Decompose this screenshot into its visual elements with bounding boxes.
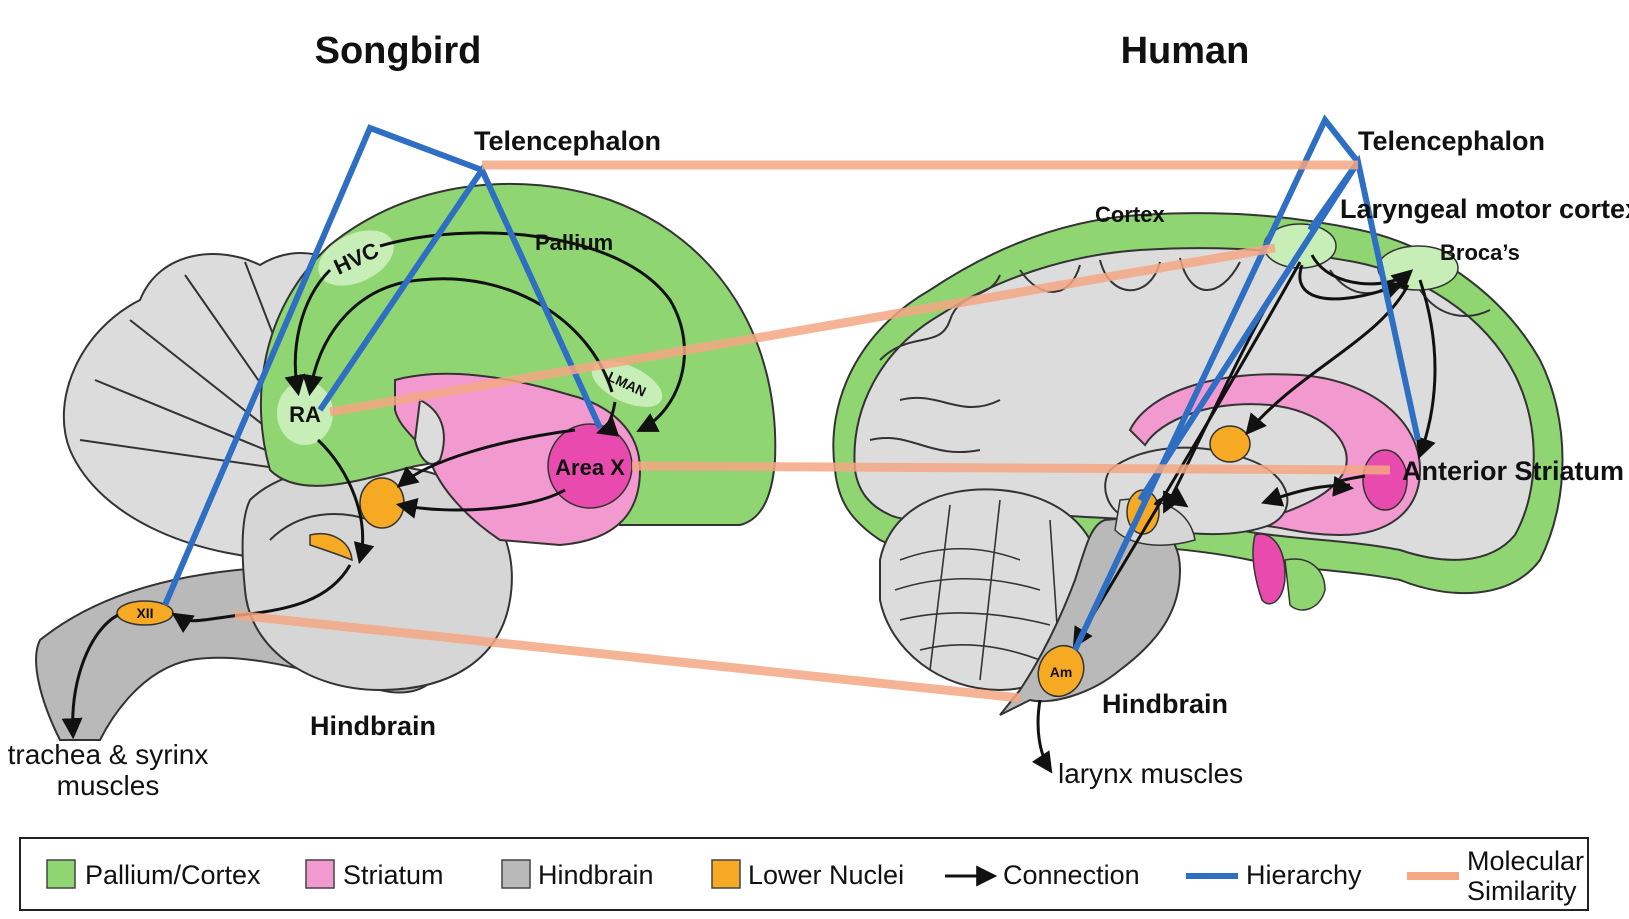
human-muscles-label: larynx muscles [1058, 758, 1243, 789]
similarity-areax-striatum [631, 461, 1391, 475]
human-temporal-lobe [1284, 558, 1326, 611]
human-anterior-striatum-nucleus [1362, 449, 1408, 511]
human-title: Human [1121, 30, 1250, 72]
songbird-pallium-region [259, 182, 777, 526]
anterior-striatum-label: Anterior Striatum [1402, 456, 1624, 486]
legend-connection-label: Connection [1003, 860, 1140, 890]
legend-similarity-label-2: Similarity [1467, 876, 1577, 906]
songbird-title: Songbird [315, 30, 482, 72]
legend-lower-swatch [711, 859, 741, 889]
human-gyri [869, 257, 1491, 454]
ra-label: RA [289, 402, 321, 427]
legend-hindbrain-swatch [501, 859, 531, 889]
am-nucleus [1037, 644, 1085, 698]
songbird-connections [61, 231, 686, 740]
xii-label: XII [136, 605, 153, 621]
songbird-midbrain-nucleus [309, 533, 353, 562]
songbird-hierarchy [162, 124, 603, 607]
area-x-label: Area X [555, 455, 625, 480]
legend-striatum-label: Striatum [343, 860, 444, 890]
songbird-muscles-label-2: muscles [57, 770, 160, 801]
songbird-striatum-notch [413, 398, 445, 465]
human-hindbrain-label: Hindbrain [1102, 689, 1228, 719]
songbird-hindbrain-label: Hindbrain [310, 711, 436, 741]
songbird-pallium-label: Pallium [535, 230, 613, 255]
songbird-thalamus-nucleus [359, 477, 405, 529]
legend-frame [19, 837, 1589, 911]
human-cerebellum-folds [894, 499, 1061, 681]
songbird-brain: HVC RA LMAN Area X XII [35, 182, 777, 741]
hvc-nucleus [318, 230, 394, 286]
am-label: Am [1050, 664, 1073, 680]
legend: Pallium/Cortex Striatum Hindbrain Lower … [19, 837, 1589, 911]
legend-hierarchy-label: Hierarchy [1246, 860, 1362, 890]
legend-similarity-label-1: Molecular [1467, 846, 1584, 876]
human-cortex-label: Cortex [1095, 202, 1165, 227]
human-telencephalon-label: Telencephalon [1358, 126, 1545, 156]
human-amygdala-region [1252, 533, 1286, 605]
songbird-telencephalon-label: Telencephalon [474, 126, 661, 156]
lman-nucleus [591, 361, 663, 407]
legend-striatum-swatch [305, 859, 335, 889]
legend-lower-label: Lower Nuclei [748, 860, 904, 890]
molecular-similarity-lines [234, 160, 1391, 703]
human-connections [1031, 254, 1437, 774]
legend-pallium-label: Pallium/Cortex [85, 860, 261, 890]
human-thalamus-nucleus [1209, 425, 1251, 463]
songbird-muscles-label-1: trachea & syrinx [8, 739, 209, 770]
legend-hindbrain-label: Hindbrain [538, 860, 654, 890]
similarity-ra-lmc [329, 243, 1276, 417]
ra-nucleus [277, 381, 333, 445]
legend-pallium-swatch [46, 859, 76, 889]
laryngeal-motor-cortex-label: Laryngeal motor cortex [1340, 194, 1629, 224]
similarity-hindbrain [234, 610, 1021, 703]
brocas-label: Broca’s [1440, 240, 1520, 265]
